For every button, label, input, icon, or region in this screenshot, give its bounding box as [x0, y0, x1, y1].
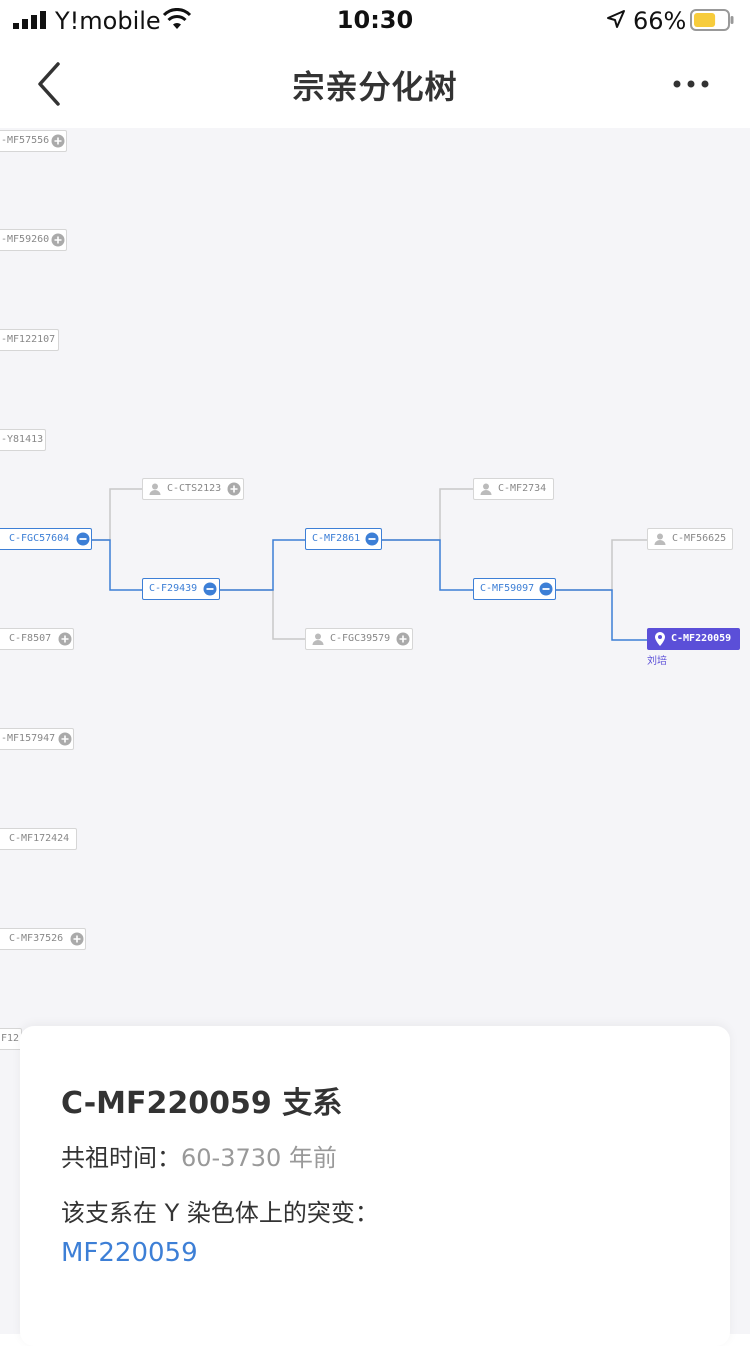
tree-node[interactable]: -MF122107 — [0, 329, 59, 351]
tree-node[interactable]: C-MF2734 — [473, 478, 554, 500]
tree-node[interactable]: C-MF56625 — [647, 528, 733, 550]
person-icon — [480, 483, 492, 495]
battery-icon — [690, 9, 734, 31]
node-user-name: 刘培 — [647, 656, 667, 667]
more-button[interactable] — [666, 68, 716, 100]
tree-node[interactable]: -Y81413 — [0, 429, 46, 451]
tree-node[interactable]: C-F8507 — [0, 628, 74, 650]
tree-node[interactable]: C-MF37526 — [0, 928, 86, 950]
person-icon — [654, 533, 666, 545]
nav-bar: 宗亲分化树 — [0, 40, 750, 128]
tree-node[interactable]: C-FGC39579 — [305, 628, 413, 650]
tree-node[interactable]: -MF57556 — [0, 130, 67, 152]
carrier-name: Y!mobile — [55, 7, 161, 35]
battery-percentage: 66% — [633, 7, 687, 35]
cellular-signal-icon — [13, 11, 46, 29]
tree-node-ancestor[interactable]: C-FGC57604 — [0, 528, 92, 550]
mutation-label: 该支系在 Y 染色体上的突变： — [61, 1199, 379, 1227]
clock: 10:30 — [336, 6, 414, 34]
person-icon — [312, 633, 324, 645]
expand-icon[interactable] — [51, 134, 65, 148]
ancestor-time-row: 共祖时间：60-3730 年前 — [61, 1138, 337, 1173]
person-icon — [149, 483, 161, 495]
collapse-icon[interactable] — [203, 582, 217, 596]
tree-connectors — [92, 488, 647, 641]
expand-icon[interactable] — [58, 732, 72, 746]
tree-node[interactable]: C-CTS2123 — [142, 478, 244, 500]
collapse-icon[interactable] — [365, 532, 379, 546]
tree-node-ancestor[interactable]: C-MF2861 — [305, 528, 382, 550]
expand-icon[interactable] — [51, 233, 65, 247]
collapse-icon[interactable] — [76, 532, 90, 546]
tree-node[interactable]: F12 — [0, 1028, 22, 1050]
expand-icon[interactable] — [227, 482, 241, 496]
ancestor-time-label: 共祖时间： — [61, 1144, 181, 1172]
branch-info-card: C-MF220059 支系 共祖时间：60-3730 年前 该支系在 Y 染色体… — [20, 1026, 730, 1346]
tree-node[interactable]: -MF59260 — [0, 229, 67, 251]
back-button[interactable] — [28, 60, 68, 108]
location-arrow-icon — [607, 10, 625, 28]
location-pin-icon — [655, 632, 665, 646]
tree-node[interactable]: -MF157947 — [0, 728, 74, 750]
mutation-link[interactable]: MF220059 — [61, 1238, 198, 1268]
tree-node-ancestor[interactable]: C-MF59097 — [473, 578, 556, 600]
tree-node[interactable]: C-MF172424 — [0, 828, 77, 850]
branch-title: C-MF220059 支系 — [61, 1086, 343, 1121]
expand-icon[interactable] — [58, 632, 72, 646]
expand-icon[interactable] — [70, 932, 84, 946]
page-title: 宗亲分化树 — [292, 68, 458, 106]
tree-node-selected[interactable]: C-MF220059 — [647, 628, 740, 650]
status-bar: Y!mobile 10:30 66% — [0, 0, 750, 40]
ancestor-time-value: 60-3730 年前 — [181, 1144, 337, 1172]
wifi-icon — [162, 8, 192, 29]
collapse-icon[interactable] — [539, 582, 553, 596]
expand-icon[interactable] — [396, 632, 410, 646]
tree-node-ancestor[interactable]: C-F29439 — [142, 578, 220, 600]
